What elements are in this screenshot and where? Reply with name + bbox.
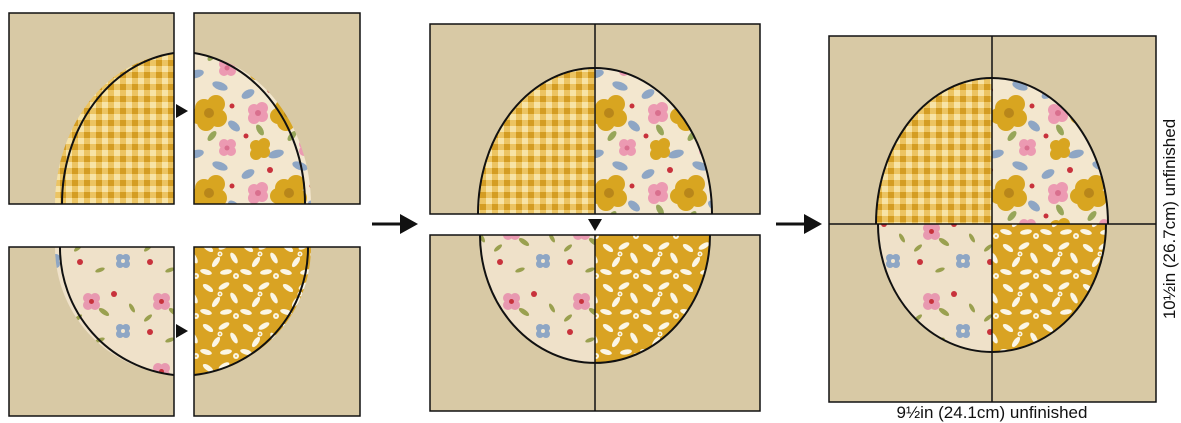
block-height-label: 10½in (26.7cm) unfinished <box>1160 119 1179 319</box>
piece-bottom-right-leaf <box>193 246 361 417</box>
right-arrow-icon <box>776 214 822 234</box>
step3-finished-block <box>828 35 1157 403</box>
piece-top-left-gingham <box>8 12 175 205</box>
piece-bottom-left-beige-floral <box>8 246 175 417</box>
triangle-pointer-icon <box>176 324 188 338</box>
right-arrow-icon <box>372 214 418 234</box>
half-top <box>429 23 761 215</box>
step2-halves <box>429 23 761 412</box>
block-width-label: 9½in (24.1cm) unfinished <box>897 403 1088 422</box>
piece-top-right-floral <box>193 12 361 205</box>
triangle-pointer-icon <box>588 219 602 231</box>
half-bottom <box>429 234 761 412</box>
step1-pieces <box>8 12 361 417</box>
triangle-pointer-icon <box>176 104 188 118</box>
